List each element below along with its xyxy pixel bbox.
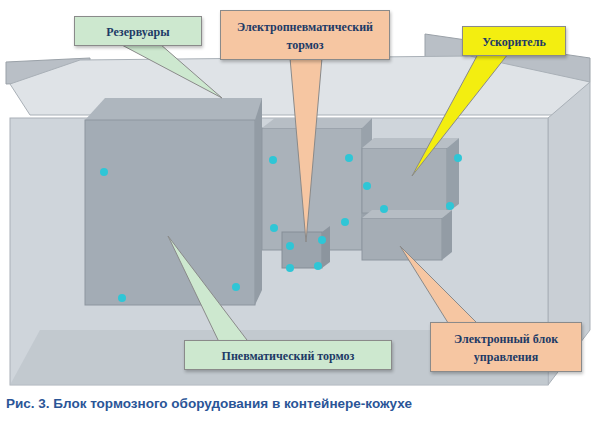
callout-text: Ускоритель	[482, 35, 545, 49]
callout-box: Ускоритель	[462, 26, 566, 56]
callout-box: Электронный блок управления	[430, 322, 582, 372]
callout-text: Электронный блок управления	[454, 332, 558, 364]
electronic-side	[442, 210, 452, 260]
callout-tail	[168, 236, 250, 344]
connection-dots	[100, 154, 462, 302]
callout-tail	[412, 54, 508, 176]
electronic-top	[362, 210, 452, 218]
callout-text: Пневматический тормоз	[222, 349, 355, 363]
callout-box: Пневматический тормоз	[184, 340, 392, 370]
accelerator-box	[362, 148, 447, 213]
figure-caption: Рис. 3. Блок тормозного оборудования в к…	[6, 396, 412, 411]
accelerator-side	[447, 138, 459, 213]
electronic-box	[362, 218, 442, 260]
callout-text: Электропневматический тормоз	[237, 20, 373, 52]
callout-tail	[400, 246, 480, 326]
reservoir-side	[255, 98, 262, 305]
accelerator-top	[362, 138, 459, 148]
reservoir-box	[85, 120, 255, 305]
callout-box: Электропневматический тормоз	[220, 10, 390, 60]
callout-tail	[290, 58, 322, 242]
callout-box: Резервуары	[74, 16, 202, 46]
pneumatic-side	[322, 226, 330, 268]
callout-text: Резервуары	[106, 25, 169, 39]
callout-tail	[120, 44, 222, 98]
